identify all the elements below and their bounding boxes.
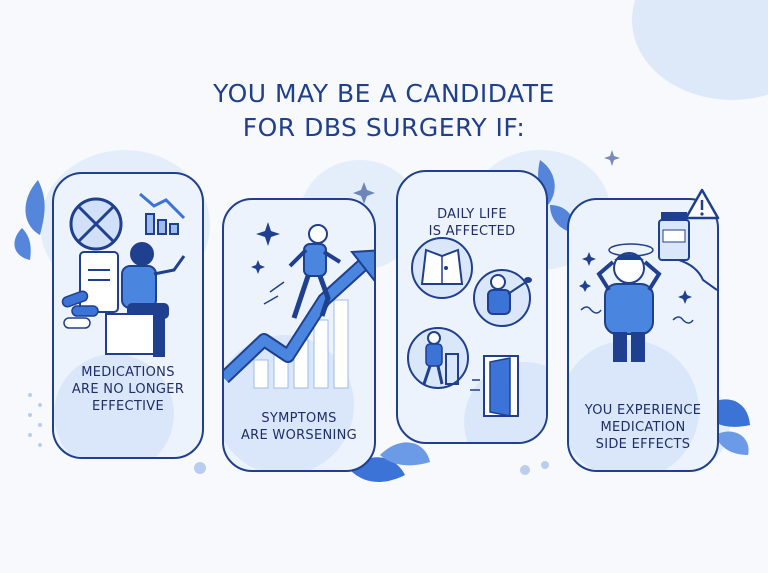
person-with-walker-icon: [407, 327, 469, 389]
shirt-button-icon: [411, 237, 473, 299]
card-2-illustration: [224, 222, 374, 470]
sparkle-icon: [251, 222, 280, 274]
sparkle-icon: [579, 252, 692, 304]
page-title: YOU MAY BE A CANDIDATE FOR DBS SURGERY I…: [0, 77, 768, 145]
card-symptoms: SYMPTOMS ARE WORSENING: [222, 198, 376, 472]
card-3-line-1: DAILY LIFE: [437, 207, 507, 222]
card-1-caption: MEDICATIONS ARE NO LONGER EFFECTIVE: [54, 364, 202, 415]
card-1-illustration: [54, 192, 186, 457]
card-3-illustration: [407, 237, 546, 442]
card-4-line-3: SIDE EFFECTS: [595, 437, 691, 452]
pill-bottle-icon: [79, 251, 119, 313]
rising-bars-icon: [253, 299, 349, 389]
card-2-caption: SYMPTOMS ARE WORSENING: [224, 410, 374, 444]
rising-arrow-icon: [224, 249, 374, 384]
card-2-line-2: ARE WORSENING: [240, 428, 358, 443]
card-daily-life: DAILY LIFE IS AFFECTED: [396, 170, 548, 444]
person-walking-icon: [288, 224, 342, 319]
medicine-bottle-icon: [658, 212, 717, 291]
card-1-line-2: ARE NO LONGER: [71, 382, 185, 397]
person-sitting-icon: [105, 242, 186, 357]
door-icon: [470, 355, 519, 417]
card-1-line-3: EFFECTIVE: [91, 399, 165, 414]
card-4-illustration: [569, 212, 717, 470]
card-4-line-2: MEDICATION: [600, 420, 686, 435]
declining-chart-icon: [139, 192, 186, 235]
no-pills-icon: [69, 197, 123, 251]
card-4-caption: YOU EXPERIENCE MEDICATION SIDE EFFECTS: [569, 402, 717, 453]
card-2-line-1: SYMPTOMS: [261, 411, 337, 426]
title-line-2: FOR DBS SURGERY IF:: [242, 112, 526, 142]
card-medications: MEDICATIONS ARE NO LONGER EFFECTIVE: [52, 172, 204, 459]
card-3-line-2: IS AFFECTED: [428, 224, 516, 239]
dizzy-person-icon: [596, 243, 662, 362]
card-3-caption: DAILY LIFE IS AFFECTED: [398, 206, 546, 240]
card-1-line-1: MEDICATIONS: [81, 365, 175, 380]
pills-icon: [61, 290, 99, 329]
title-line-1: YOU MAY BE A CANDIDATE: [213, 78, 555, 108]
card-side-effects: YOU EXPERIENCE MEDICATION SIDE EFFECTS: [567, 198, 719, 472]
person-eating-icon: [473, 269, 532, 327]
card-4-line-1: YOU EXPERIENCE: [584, 403, 702, 418]
